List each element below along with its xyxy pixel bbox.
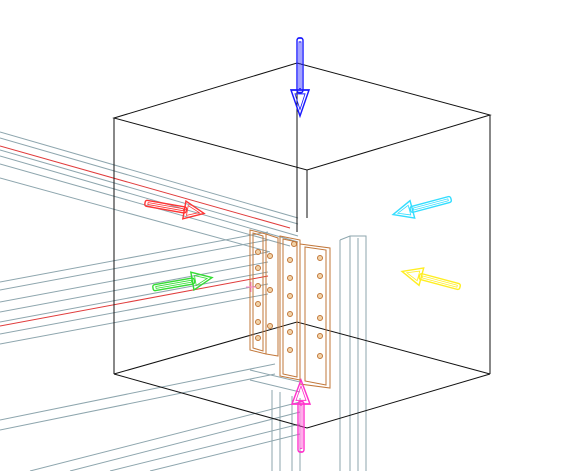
selection-bounding-box[interactable]	[112, 62, 492, 429]
beam-highlight-line-upper	[0, 145, 291, 229]
bottom-beam[interactable]	[0, 363, 301, 471]
bolt-group[interactable]	[255, 241, 323, 359]
arrow-left-cyan-icon[interactable]	[390, 189, 455, 224]
vertical-column[interactable]	[249, 235, 367, 471]
beam-highlight-line-lower	[0, 275, 269, 327]
arrow-left-yellow-icon[interactable]	[399, 262, 464, 297]
left-beam-lower[interactable]	[0, 231, 269, 345]
arrow-right-red-icon[interactable]	[142, 193, 207, 223]
origin-marker-icon	[246, 282, 256, 292]
connection-plate-left[interactable]	[249, 229, 279, 357]
arrow-down-blue-icon[interactable]	[290, 37, 310, 117]
arrow-right-green-icon[interactable]	[150, 268, 215, 298]
connection-plate-right[interactable]	[299, 243, 331, 389]
